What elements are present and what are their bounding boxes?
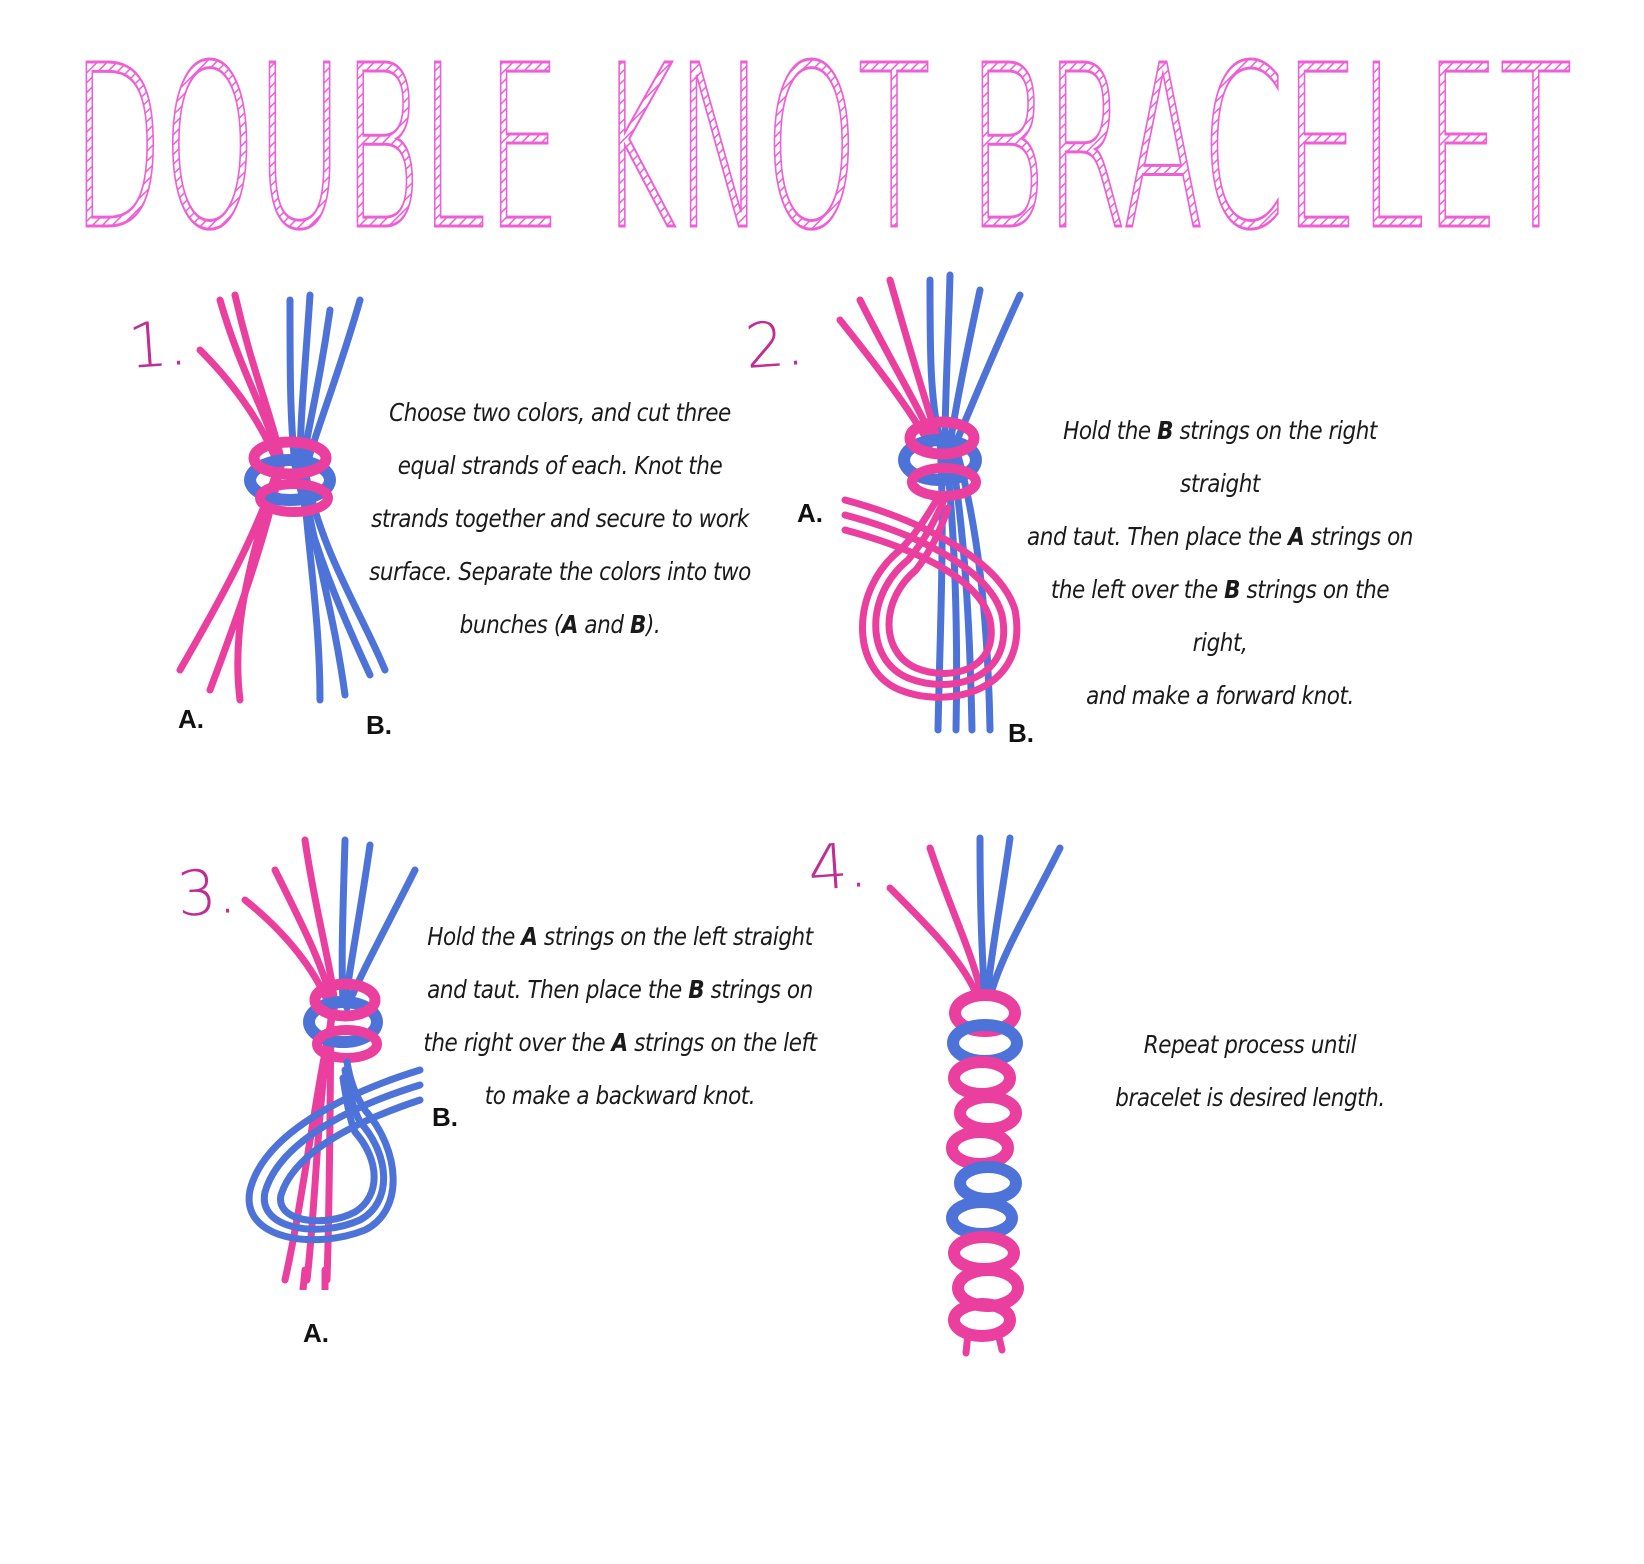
step-1-label-b: B.	[366, 710, 392, 740]
instruction-line: surface. Separate the colors into two	[369, 557, 751, 586]
instruction-line: the left over the B strings on the right…	[1050, 575, 1390, 657]
instruction-line: Hold the B strings on the right straight	[1063, 416, 1377, 498]
instruction-line: equal strands of each. Knot the	[397, 451, 723, 480]
instruction-line: to make a backward knot.	[484, 1081, 756, 1110]
step-2-label-a: A.	[797, 498, 823, 528]
instruction-line: the right over the A strings on the left	[423, 1028, 817, 1057]
step-4-braid-illustration	[886, 834, 1064, 1357]
step-2-instructions: Hold the B strings on the right straight…	[1022, 404, 1418, 722]
step-3-label-a: A.	[303, 1318, 329, 1348]
step-4-number: 4.	[805, 828, 870, 905]
step-1-knot-illustration	[176, 291, 389, 704]
instruction-line: bunches (A and B).	[459, 610, 661, 639]
instruction-line: and make a forward knot.	[1086, 681, 1354, 710]
step-4-instructions: Repeat process until bracelet is desired …	[1052, 1018, 1448, 1124]
step-2-number: 2.	[742, 306, 807, 383]
step-3-knot-illustration	[241, 836, 424, 1290]
step-2-label-b: B.	[1008, 718, 1034, 748]
instruction-line: Hold the A strings on the left straight	[427, 922, 813, 951]
step-1-label-a: A.	[178, 704, 204, 734]
step-3-instructions: Hold the A strings on the left straight a…	[422, 910, 818, 1122]
step-2-knot-illustration	[836, 271, 1024, 734]
instruction-line: and taut. Then place the A strings on	[1027, 522, 1413, 551]
title-text: DOUBLE KNOT BRACELET	[72, 18, 1572, 260]
step-1-instructions: Choose two colors, and cut three equal st…	[362, 386, 758, 651]
instruction-line: Repeat process until	[1143, 1030, 1357, 1059]
instruction-line: Choose two colors, and cut three	[389, 398, 731, 427]
step-3-number: 3.	[174, 854, 239, 931]
instruction-line: strands together and secure to work	[371, 504, 749, 533]
instruction-line: and taut. Then place the B strings on	[427, 975, 813, 1004]
step-3-label-b: B.	[432, 1102, 458, 1132]
page-title: DOUBLE KNOT BRACELET	[71, 17, 1574, 261]
instruction-line: bracelet is desired length.	[1115, 1083, 1385, 1112]
